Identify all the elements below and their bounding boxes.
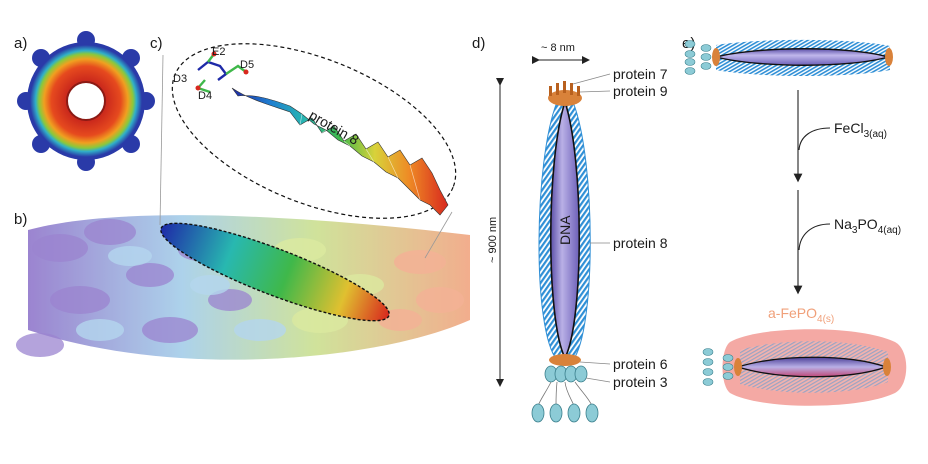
protein-3-tethers	[538, 382, 592, 406]
protein-7-9-cap	[548, 81, 582, 106]
protein-3-beads	[545, 366, 587, 382]
protein-6-cap	[549, 354, 581, 366]
panel-a-label: a)	[14, 35, 27, 52]
alpha-helix	[232, 88, 448, 215]
coated-virus	[703, 329, 906, 406]
protein-3-domains	[532, 404, 598, 422]
step-2-branch	[799, 224, 830, 250]
residue-d4: D4	[198, 90, 212, 102]
step-1-branch	[799, 128, 830, 150]
capsid-ring-top-view	[17, 31, 155, 171]
panel-e: e) FeCl3(aq) Na3PO4(aq) a-FePO4(s)	[682, 35, 906, 406]
zoom-line-left	[160, 55, 163, 225]
panel-b-label: b)	[14, 211, 27, 228]
protein-8-helix-label: protein 8	[307, 107, 362, 148]
panel-c-label: c)	[150, 35, 163, 52]
label-protein-9: protein 9	[613, 83, 668, 99]
residue-d5: D5	[240, 59, 254, 71]
label-protein-7: protein 7	[613, 66, 668, 82]
label-protein-6: protein 6	[613, 356, 668, 372]
residue-e2: E2	[212, 46, 225, 58]
virus-rod	[532, 81, 598, 422]
panel-d: d) ~ 8 nm ~ 900 nm	[472, 35, 668, 422]
panel-a: a)	[14, 31, 155, 171]
dna-label: DNA	[557, 215, 573, 245]
product-label: a-FePO4(s)	[768, 305, 834, 325]
virus-horizontal-start	[685, 40, 893, 76]
residue-d3: D3	[173, 73, 187, 85]
reagent-fecl3: FeCl3(aq)	[834, 120, 887, 140]
reagent-na3po4: Na3PO4(aq)	[834, 216, 901, 236]
width-label: ~ 8 nm	[541, 42, 575, 54]
label-protein-8: protein 8	[613, 235, 668, 251]
label-protein-3: protein 3	[613, 374, 668, 390]
panel-d-label: d)	[472, 35, 485, 52]
length-label: ~ 900 nm	[487, 217, 499, 263]
